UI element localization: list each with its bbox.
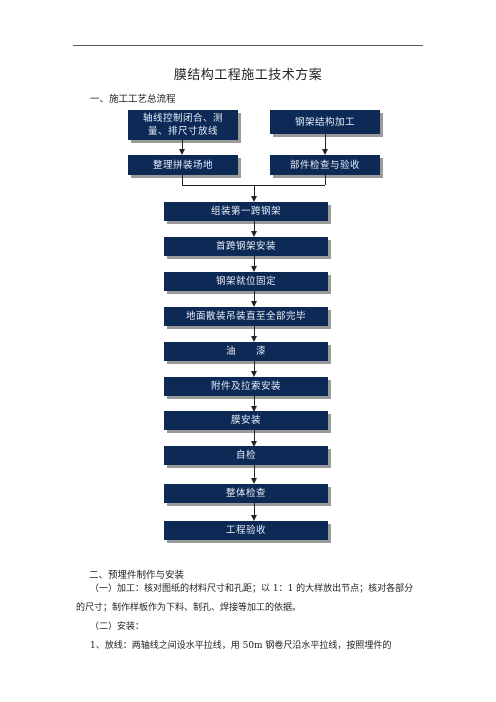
connector: [182, 185, 325, 186]
paragraph-install-heading: （二）安装：: [76, 618, 420, 637]
flow-box-inspection: 部件检查与验收: [270, 155, 380, 175]
flow-step-3: 钢架就位固定: [164, 272, 328, 291]
connector: [254, 396, 255, 406]
connector: [254, 291, 255, 301]
arrow-icon: [251, 515, 257, 521]
paragraph-setout-text: 1、放线：两轴线之间设水平拉线，用 50m 钢卷尺沿水平拉线，按照埋件的: [90, 641, 392, 651]
arrow-icon: [251, 478, 257, 484]
paragraph-install-heading-text: （二）安装：: [90, 622, 145, 632]
arrow-icon: [251, 301, 257, 307]
connector: [254, 256, 255, 266]
paragraph-setout: 1、放线：两轴线之间设水平拉线，用 50m 钢卷尺沿水平拉线，按照埋件的: [76, 637, 420, 656]
arrow-icon: [179, 149, 185, 155]
arrow-icon: [251, 231, 257, 237]
flow-box-steel-processing: 钢架结构加工: [270, 110, 380, 134]
section-heading-embedded-parts: 二、预埋件制作与安装: [89, 570, 185, 581]
flow-box-axis-control: 轴线控制闭合、测量、排尺寸放线: [128, 110, 238, 140]
paragraph-processing-text: （一）加工：核对图纸的材料尺寸和孔距；以 1：1 的大样放出节点；核对各部分的尺…: [76, 584, 414, 613]
arrow-icon: [251, 266, 257, 272]
flow-box-site-prep: 整理拼装场地: [128, 155, 238, 175]
flow-step-1: 组装第一跨钢架: [164, 202, 328, 221]
flow-step-9: 整体检查: [164, 484, 328, 503]
flow-step-4: 地面散装吊装直至全部完毕: [164, 307, 328, 326]
section-heading-process: 一、施工工艺总流程: [90, 94, 176, 105]
connector: [325, 134, 326, 149]
header-rule: [73, 45, 423, 46]
flow-step-10: 工程验收: [164, 521, 328, 540]
paragraph-processing: （一）加工：核对图纸的材料尺寸和孔距；以 1：1 的大样放出节点；核对各部分的尺…: [76, 580, 420, 618]
flow-step-2: 首跨钢架安装: [164, 237, 328, 256]
connector: [254, 430, 255, 441]
arrow-icon: [251, 406, 257, 412]
arrow-icon: [251, 371, 257, 377]
flow-step-5: 油 漆: [164, 342, 328, 361]
arrow-icon: [251, 196, 257, 202]
connector: [254, 221, 255, 231]
flow-step-7: 膜安装: [164, 411, 328, 430]
connector: [254, 326, 255, 336]
flow-step-8: 自检: [164, 446, 328, 465]
connector: [254, 185, 255, 196]
connector: [254, 361, 255, 371]
connector: [325, 175, 326, 185]
arrow-icon: [322, 149, 328, 155]
connector: [182, 140, 183, 149]
arrow-icon: [251, 336, 257, 342]
connector: [182, 175, 183, 185]
connector: [254, 503, 255, 515]
flow-step-6: 附件及拉索安装: [164, 377, 328, 396]
arrow-icon: [251, 441, 257, 447]
page-title: 膜结构工程施工技术方案: [173, 68, 323, 83]
connector: [254, 465, 255, 478]
